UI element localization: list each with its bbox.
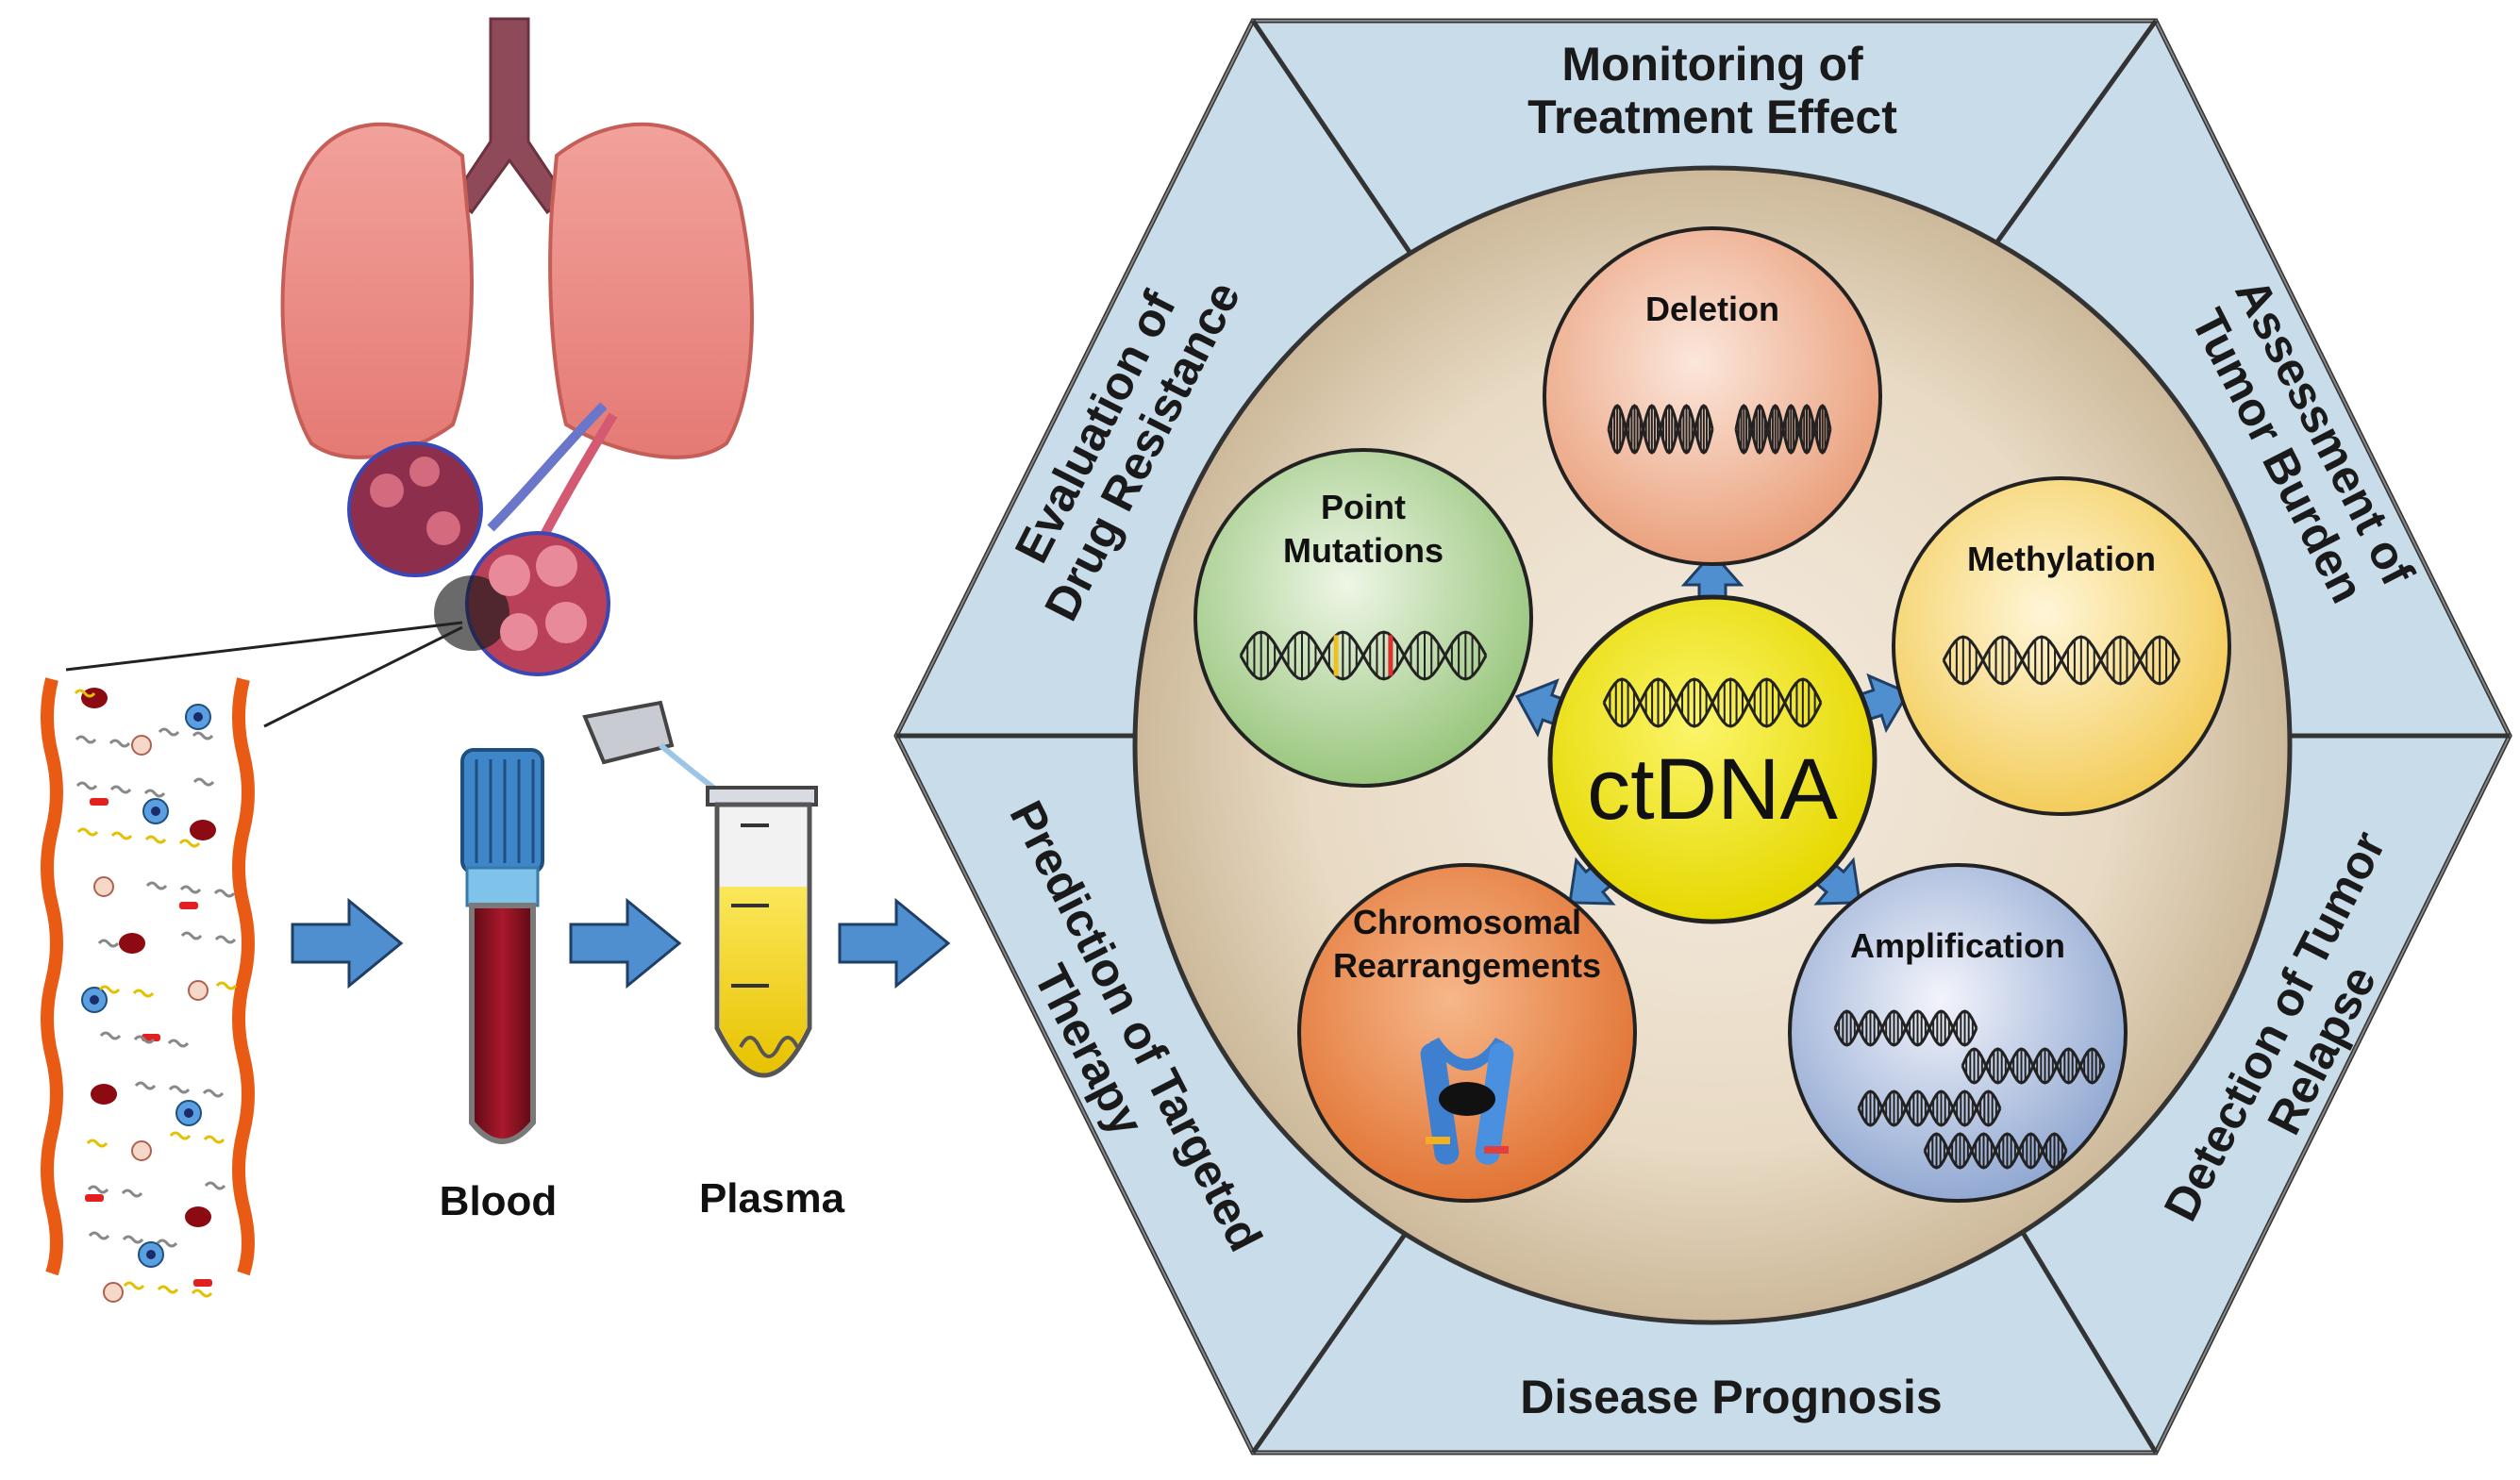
- alteration-label: Rearrangements: [1333, 946, 1601, 985]
- pipeline-arrows: [291, 897, 951, 989]
- application-label: Treatment Effect: [1527, 91, 1897, 143]
- alteration-methylation: Methylation: [1892, 476, 2231, 816]
- alteration-label: Mutations: [1283, 531, 1444, 570]
- blood-label: Blood: [440, 1178, 558, 1224]
- chromosome-icon: [1420, 1038, 1514, 1165]
- plasma-label: Plasma: [699, 1175, 845, 1222]
- alteration-label: Point: [1321, 488, 1406, 526]
- ctdna-center-circle: [1547, 594, 1877, 924]
- blood-tube: [460, 748, 544, 1144]
- arrow-vessel-to-blood: [291, 897, 404, 989]
- alveoli-cluster: [65, 402, 618, 728]
- ctdna-helix-icon: [1602, 677, 1823, 728]
- alteration-label: Amplification: [1850, 926, 2065, 965]
- application-disease-prognosis: Disease Prognosis: [1520, 1371, 1942, 1423]
- ctdna-label: ctDNA: [1587, 741, 1838, 838]
- application-label: Disease Prognosis: [1520, 1371, 1942, 1423]
- alteration-circle: [1892, 476, 2231, 816]
- lungs-illustration: [280, 17, 754, 459]
- alteration-deletion: Deletion: [1543, 226, 1882, 566]
- alteration-circle: [1297, 863, 1637, 1203]
- blood-vessel: [41, 677, 255, 1311]
- application-label: Monitoring of: [1561, 38, 1863, 91]
- alteration-amplification: Amplification: [1788, 863, 2128, 1203]
- alteration-label: Chromosomal: [1353, 903, 1581, 941]
- arrow-plasma-to-panel: [838, 897, 951, 989]
- alteration-circle: [1193, 448, 1533, 788]
- plasma-tube: [582, 700, 818, 1078]
- alteration-label: Deletion: [1645, 290, 1779, 328]
- arrow-blood-to-plasma: [569, 897, 682, 989]
- alteration-label: Methylation: [1967, 540, 2156, 578]
- alteration-circle: [1543, 226, 1882, 566]
